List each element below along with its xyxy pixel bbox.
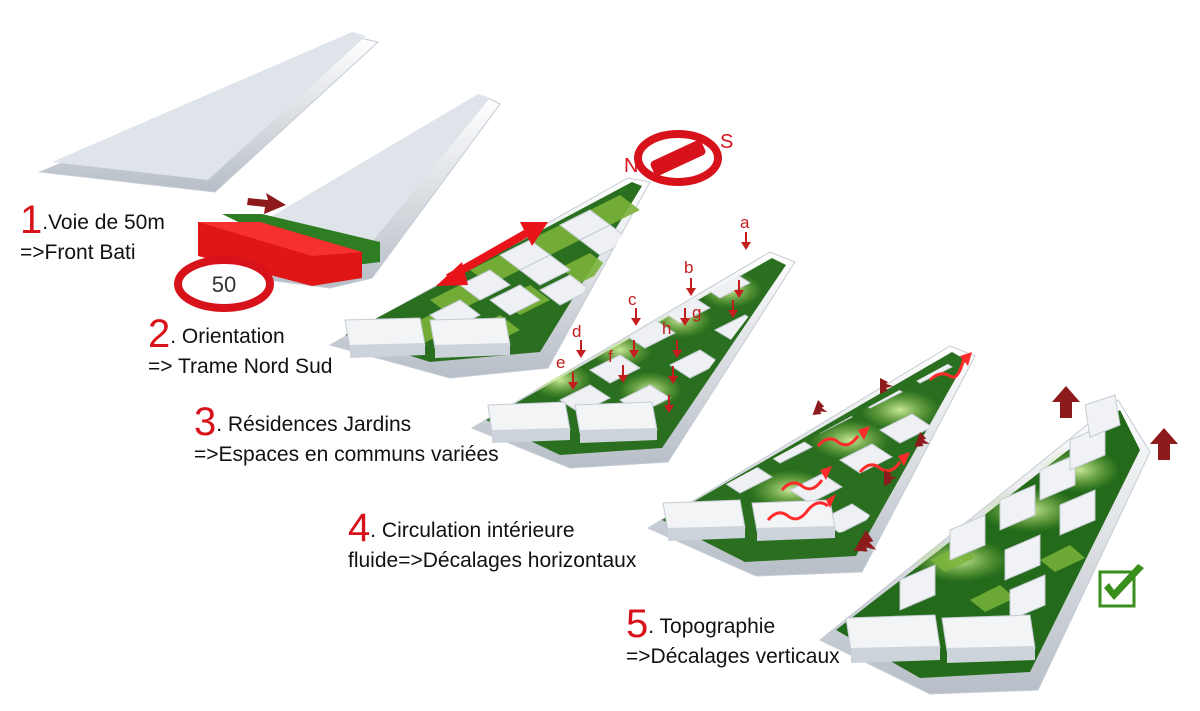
step-3-caption: 3. Résidences Jardins =>Espaces en commu… (194, 402, 499, 467)
step-4-line1: . Circulation intérieure (370, 519, 574, 542)
speed-limit-value: 50 (212, 272, 236, 297)
step-1-number: 1 (20, 198, 42, 242)
step-2-line1: . Orientation (170, 325, 284, 348)
compass-south-label: S (720, 131, 733, 153)
step-1-line2: =>Front Bati (20, 240, 165, 265)
residence-label-b: b (684, 258, 693, 277)
step-2-line2: => Trame Nord Sud (148, 354, 332, 379)
residence-label-a: a (740, 213, 750, 232)
residence-label-e: e (556, 353, 565, 372)
step-1-caption: 1.Voie de 50m =>Front Bati (20, 200, 165, 265)
residence-label-c: c (628, 290, 637, 309)
stage-1-arrow (247, 193, 286, 214)
compass-north-label: N (624, 155, 638, 177)
step-5-line1: . Topographie (648, 615, 775, 638)
step-5-caption: 5. Topographie =>Décalages verticaux (626, 604, 840, 669)
step-4-caption: 4. Circulation intérieure fluide=>Décala… (348, 508, 636, 573)
step-4-line2: fluide=>Décalages horizontaux (348, 548, 636, 573)
step-2-caption: 2. Orientation => Trame Nord Sud (148, 314, 332, 379)
residence-label-h: h (662, 319, 671, 338)
step-3-line2: =>Espaces en communs variées (194, 442, 499, 467)
step-1-line1: .Voie de 50m (42, 211, 165, 234)
residence-label-d: d (572, 322, 581, 341)
step-5-number: 5 (626, 602, 648, 646)
step-4-number: 4 (348, 506, 370, 550)
speed-limit-sign: 50 (178, 260, 270, 308)
step-3-number: 3 (194, 400, 216, 444)
step-5-line2: =>Décalages verticaux (626, 644, 840, 669)
step-2-number: 2 (148, 312, 170, 356)
compass-sign: N S (624, 131, 733, 182)
residence-label-f: f (608, 347, 613, 366)
step-3-line1: . Résidences Jardins (216, 413, 411, 436)
stage-1-back-slab-top (52, 32, 366, 180)
residence-label-g: g (692, 303, 701, 322)
approved-check-icon (1100, 564, 1144, 606)
